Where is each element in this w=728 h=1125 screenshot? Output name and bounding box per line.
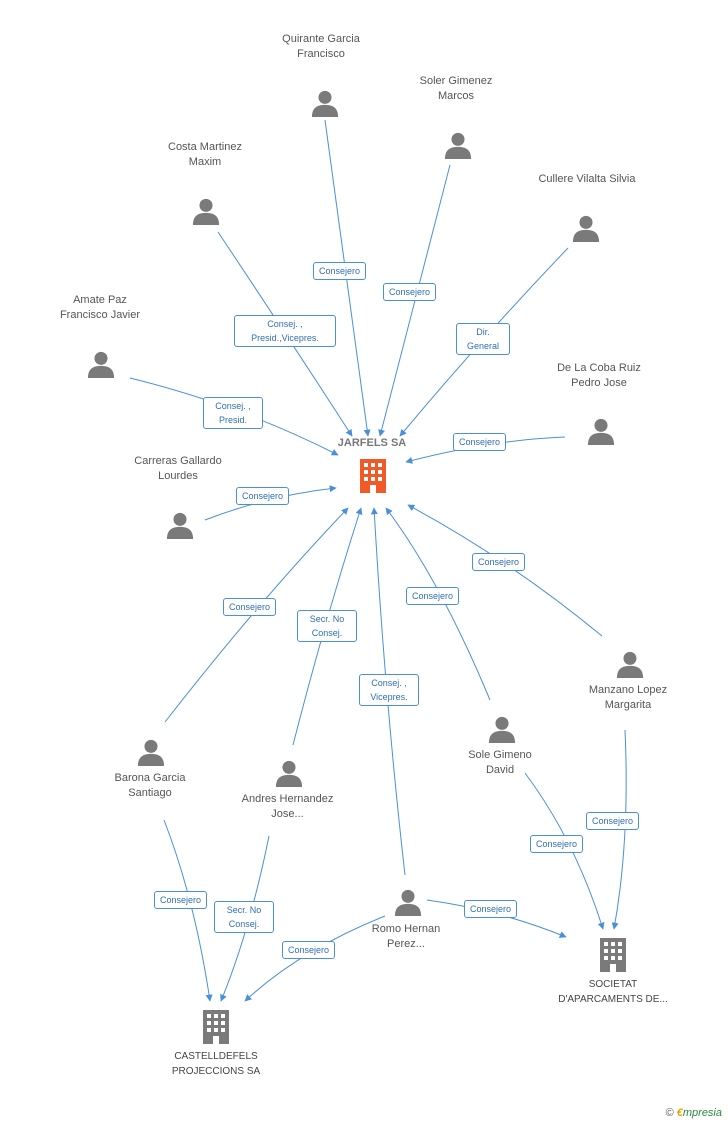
- edge-barona-castell: [163, 819, 213, 1002]
- empresia-brand: © €mpresia: [666, 1107, 722, 1119]
- copyright-icon: ©: [665, 1107, 674, 1119]
- company-icons: [203, 459, 626, 1044]
- company-label-societat[interactable]: SOCIETAT D'APARCAMENTS DE...: [558, 979, 668, 1005]
- role-box-quirante: Consejero: [313, 262, 367, 280]
- role-box-soler: Consejero: [383, 283, 437, 301]
- role-box-carreras: Consejero: [236, 487, 290, 505]
- edges: [129, 119, 627, 1002]
- edge-manzano-societat: [611, 729, 627, 930]
- person-icon-andres: [275, 760, 303, 787]
- role-box-barona-main: Consejero: [223, 598, 277, 616]
- role-box-sole-main: Consejero: [406, 587, 460, 605]
- person-icon-barona: [137, 739, 165, 766]
- person-icon-costa: [192, 198, 220, 225]
- person-label-costa[interactable]: Costa Martinez Maxim: [168, 141, 242, 168]
- person-icon-cullere: [572, 215, 600, 242]
- company-label-castell[interactable]: CASTELLDEFELS PROJECCIONS SA: [171, 1051, 261, 1077]
- role-box-costa: Consej. , Presid.,Vicepres.: [234, 315, 336, 347]
- person-label-manzano[interactable]: Manzano Lopez Margarita: [588, 684, 668, 711]
- castell-building-icon: [203, 1010, 229, 1044]
- role-box-andres-castell: Secr. No Consej.: [214, 901, 274, 933]
- role-box-romo-main: Consej. , Vicepres.: [359, 674, 419, 706]
- person-icon-delacoba: [587, 418, 615, 445]
- role-box-delacoba: Consejero: [453, 433, 507, 451]
- role-box-amate: Consej. , Presid.: [203, 397, 263, 429]
- person-icon-sole: [488, 716, 516, 743]
- empresia-logo-text: mpresia: [682, 1107, 722, 1119]
- person-label-barona[interactable]: Barona Garcia Santiago: [114, 772, 186, 799]
- person-label-soler[interactable]: Soler Gimenez Marcos: [419, 75, 493, 102]
- role-box-romo-castell: Consejero: [282, 941, 336, 959]
- role-box-manzano-societat: Consejero: [586, 812, 640, 830]
- person-icon-soler: [444, 132, 472, 159]
- person-label-cullere[interactable]: Cullere Vilalta Silvia: [538, 173, 636, 185]
- person-label-delacoba[interactable]: De La Coba Ruiz Pedro Jose: [557, 362, 641, 389]
- person-label-andres[interactable]: Andres Hernandez Jose...: [241, 793, 334, 820]
- societat-building-icon: [600, 938, 626, 972]
- person-label-amate[interactable]: Amate Paz Francisco Javier: [59, 294, 141, 321]
- main-company-building-icon: [360, 459, 386, 493]
- person-icon-amate: [87, 351, 115, 378]
- role-box-manzano-main: Consejero: [472, 553, 526, 571]
- person-label-carreras[interactable]: Carreras Gallardo Lourdes: [134, 455, 222, 482]
- person-icon-carreras: [166, 512, 194, 539]
- role-box-andres-main: Secr. No Consej.: [297, 610, 357, 642]
- person-label-sole[interactable]: Sole Gimeno David: [468, 749, 532, 776]
- role-box-barona-castell: Consejero: [154, 891, 208, 909]
- role-box-cullere: Dir. General: [456, 323, 510, 355]
- main-company-label[interactable]: JARFELS SA: [337, 437, 407, 449]
- role-box-sole-societat: Consejero: [530, 835, 584, 853]
- person-icon-quirante: [311, 90, 339, 117]
- person-icon-manzano: [616, 651, 644, 678]
- empresia-logo-e: €: [676, 1107, 683, 1119]
- person-label-quirante[interactable]: Quirante Garcia Francisco: [282, 33, 360, 60]
- role-box-romo-societat: Consejero: [464, 900, 518, 918]
- person-icon-romo: [394, 889, 422, 916]
- person-label-romo[interactable]: Romo Hernan Perez...: [371, 923, 441, 950]
